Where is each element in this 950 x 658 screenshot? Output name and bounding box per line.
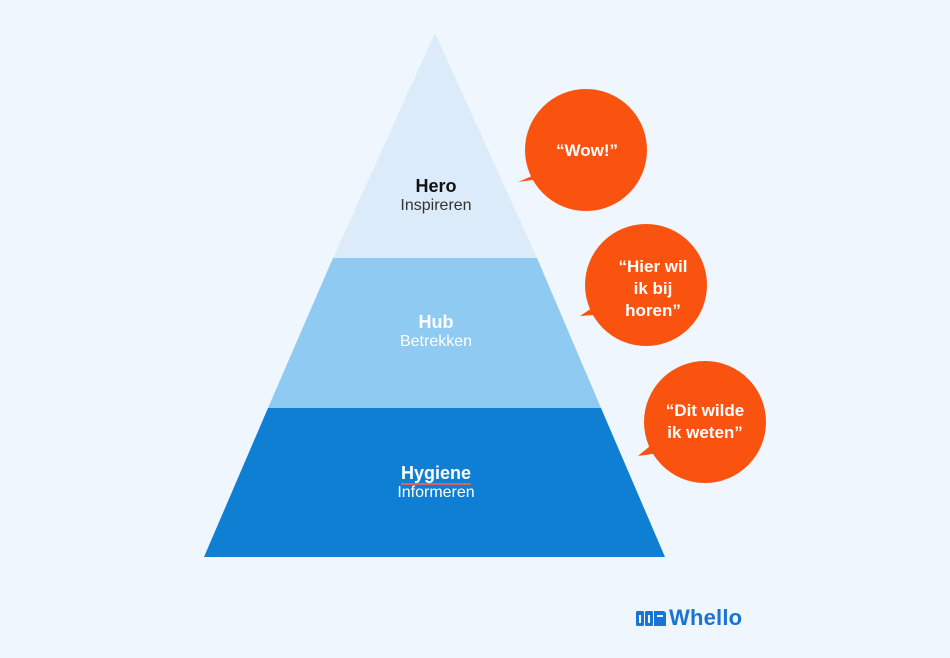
pyramid-level-hub	[268, 258, 601, 408]
hub-title: Hub	[418, 312, 454, 332]
hub-subtitle: Betrekken	[399, 332, 473, 350]
whello-logo-text: Whello	[669, 605, 743, 630]
hygiene-title: Hygiene	[400, 463, 472, 485]
pyramid-level-hygiene	[204, 408, 665, 557]
whello-logo: Whello	[636, 604, 742, 632]
hygiene-subtitle: Informeren	[397, 483, 475, 501]
hero-title: Hero	[415, 176, 457, 196]
hero-label: Hero Inspireren	[336, 176, 536, 215]
hygiene-label: Hygiene Informeren	[336, 463, 536, 502]
bubble-text-wow: “Wow!”	[555, 141, 618, 160]
pyramid-level-hero	[333, 33, 537, 258]
speech-bubble-wow	[518, 89, 647, 211]
speech-bubble-hier	[580, 224, 707, 346]
hub-label: Hub Betrekken	[336, 312, 536, 351]
speech-bubble-dit	[638, 361, 766, 483]
whello-logo-icon	[636, 611, 666, 626]
hero-subtitle: Inspireren	[400, 196, 472, 214]
